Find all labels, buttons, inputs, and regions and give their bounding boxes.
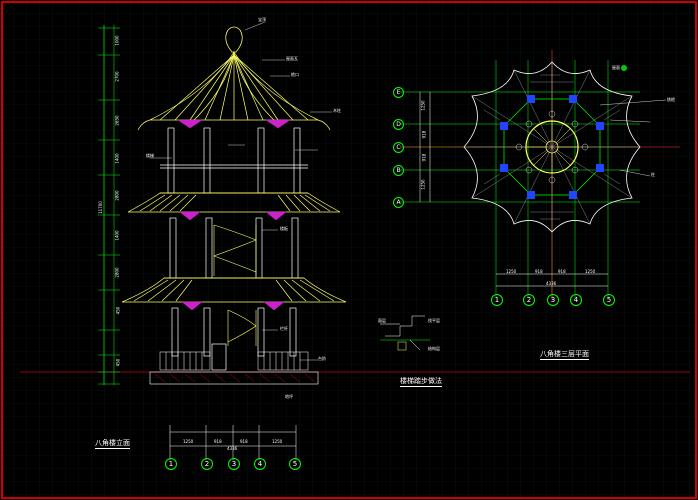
- plan-axis-2: 2: [523, 294, 535, 306]
- elevation-left-dim-6: 2800: [114, 267, 120, 278]
- elevation-left-dim-0: 1000: [114, 35, 120, 46]
- elevation-axis-3: 3: [228, 458, 240, 470]
- foundation-plinth: [149, 371, 319, 385]
- elevation-note-steps: 台阶: [318, 356, 326, 361]
- elevation-title: 八角楼立面: [95, 439, 130, 449]
- elevation-view: [98, 21, 347, 460]
- elevation-left-dim-7: 450: [115, 306, 121, 315]
- elevation-left-dim-3: 1400: [114, 153, 120, 164]
- elevation-note-stair: 楼梯: [146, 153, 154, 158]
- elevation-note-railing: 栏杆: [280, 326, 288, 331]
- elevation-note-floor: 楼板: [280, 226, 288, 231]
- lower-roof-bracket: [181, 301, 285, 311]
- plan-axis-5: 5: [603, 294, 615, 306]
- plan-axis-4: 4: [570, 294, 582, 306]
- plan-axis-1: 1: [491, 294, 503, 306]
- detail-note-structure: 结构层: [428, 346, 440, 351]
- spiral-stair-upper: [213, 224, 257, 276]
- plan-stair-treads: [526, 121, 578, 173]
- middle-roof-bracket: [179, 211, 287, 221]
- roof-finial: [225, 26, 243, 53]
- elevation-axis-1: 1: [165, 458, 177, 470]
- elevation-axis-2: 2: [201, 458, 213, 470]
- elevation-bottom-dim-2: 918: [240, 439, 248, 444]
- plan-note-column: 柱: [651, 172, 655, 177]
- plan-right-dim-2: 918: [421, 153, 427, 162]
- plan-axis-C: C: [393, 142, 404, 153]
- elevation-note-ground: 地坪: [285, 394, 293, 399]
- plan-title: 八角楼三层平面: [540, 350, 589, 360]
- plan-green-marker: [621, 65, 627, 71]
- plan-right-dim-0: 1250: [420, 100, 426, 111]
- elevation-axis-5: 5: [289, 458, 301, 470]
- plan-right-dim-1: 918: [421, 130, 427, 139]
- plan-view: [400, 50, 680, 300]
- stair-detail-view: [380, 315, 430, 351]
- plan-axis-A: A: [393, 197, 404, 208]
- elevation-left-dim-5: 1400: [114, 230, 120, 241]
- plan-bottom-dim-3: 1250: [585, 269, 596, 274]
- plan-bottom-total: 4336: [546, 281, 557, 286]
- elevation-left-dim-2: 2650: [114, 115, 120, 126]
- detail-note-leveling: 找平层: [428, 318, 440, 323]
- plan-axis-D: D: [393, 119, 404, 130]
- foundation-hatch: [154, 373, 316, 383]
- top-roof-bracket: [177, 119, 291, 129]
- plan-axis-3: 3: [547, 294, 559, 306]
- plan-balusters: [515, 110, 589, 184]
- spiral-stair-lower: [227, 309, 257, 346]
- plan-bottom-dim-1: 918: [535, 269, 543, 274]
- elevation-note-column: 木柱: [333, 108, 341, 113]
- elevation-bottom-dim-1: 918: [214, 439, 222, 444]
- elevation-bottom-dim-0: 1250: [183, 439, 194, 444]
- elevation-left-dim-8: 450: [115, 358, 121, 367]
- elevation-axis-4: 4: [254, 458, 266, 470]
- elevation-note-eave: 檐口: [291, 72, 299, 77]
- elevation-note-roof-tile: 屋面瓦: [286, 56, 298, 61]
- ground-floor-structure: [171, 307, 297, 371]
- plan-columns: [500, 95, 604, 199]
- elevation-bottom-total: 4336: [227, 446, 238, 451]
- plan-bottom-dim-0: 1250: [506, 269, 517, 274]
- elevation-note-finial: 宝顶: [258, 17, 266, 22]
- elevation-bottom-dim-3: 1250: [272, 439, 283, 444]
- balustrade: [159, 351, 309, 371]
- middle-roof: [127, 192, 341, 213]
- plan-note-roof: 屋面: [612, 65, 620, 70]
- plan-note-overhang: 挑檐: [667, 97, 675, 102]
- elevation-left-dim-1: 2700: [114, 71, 120, 82]
- detail-note-surface: 面层: [378, 318, 386, 323]
- elevation-left-dim-4: 2800: [114, 190, 120, 201]
- lower-roof: [121, 277, 347, 303]
- elevation-left-total: 11700: [97, 201, 103, 214]
- plan-right-dim-3: 1250: [420, 179, 426, 190]
- plan-axis-E: E: [393, 87, 404, 98]
- top-roof: [137, 51, 331, 131]
- plan-axis-B: B: [393, 165, 404, 176]
- detail-title: 楼梯踏步做法: [400, 377, 442, 387]
- plan-bottom-dim-2: 918: [558, 269, 566, 274]
